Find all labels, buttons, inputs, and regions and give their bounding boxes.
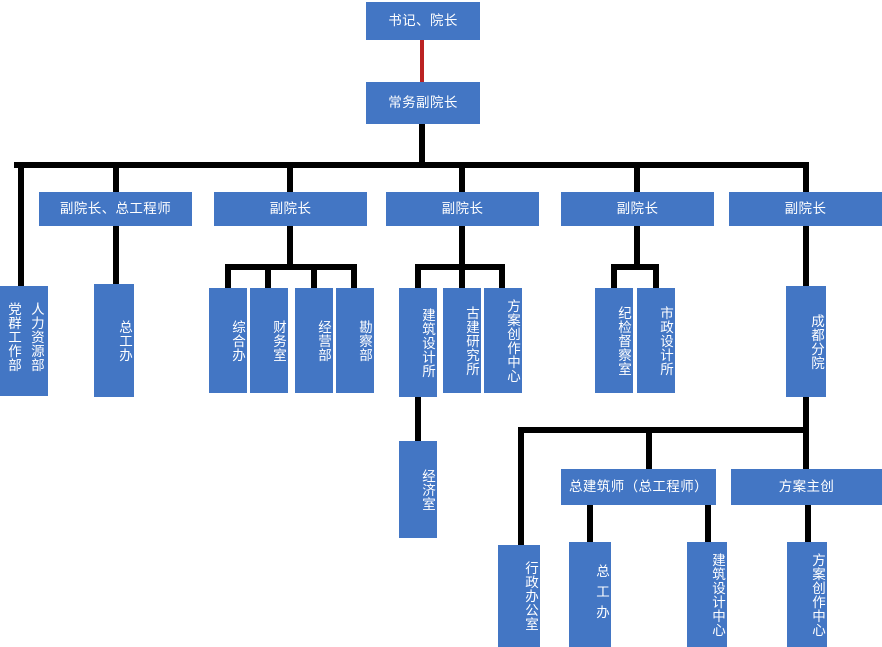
node-vice-dean-4[interactable]: 副院长 <box>561 192 714 226</box>
node-vice-dean-5[interactable]: 副院长 <box>729 192 882 226</box>
node-chief-engineer-office[interactable]: 总工办 <box>94 284 134 397</box>
drop-general-office <box>225 264 231 288</box>
drop-finance-office <box>265 264 271 288</box>
connector-dean-to-exec <box>420 38 424 82</box>
drop-admin-office <box>518 427 524 547</box>
drop-to-left-branch <box>18 162 24 286</box>
node-scheme-creation-center[interactable]: 方案创作中心 <box>484 288 522 393</box>
node-scheme-lead[interactable]: 方案主创 <box>731 469 882 505</box>
node-chief-architect[interactable]: 总建筑师（总工程师） <box>561 469 716 505</box>
connector-vd5-down <box>803 226 809 286</box>
subbar-vd4 <box>611 264 659 270</box>
node-operations-dept[interactable]: 经营部 <box>295 288 333 393</box>
connector-ca-to-ceo <box>587 505 593 543</box>
node-party-hr-group[interactable]: 党群工作部 人力资源部 <box>0 286 48 396</box>
node-vice-dean-chief-engineer[interactable]: 副院长、总工程师 <box>39 192 192 226</box>
node-vice-dean-3[interactable]: 副院长 <box>386 192 539 226</box>
node-general-office[interactable]: 综合办 <box>209 288 247 393</box>
connector-vd2-down <box>287 226 293 268</box>
drop-to-vice-dean-2 <box>287 162 293 192</box>
drop-to-vice-dean-3 <box>459 162 465 192</box>
node-finance-office[interactable]: 财务室 <box>250 288 288 393</box>
node-party-work-dept[interactable]: 党群工作部 <box>6 302 21 372</box>
drop-discipline-inspection-office <box>611 264 617 288</box>
node-economics-office[interactable]: 经济室 <box>399 441 437 538</box>
drop-scheme-lead <box>803 427 809 469</box>
connector-adi-to-economics <box>415 397 421 443</box>
node-vice-dean-2[interactable]: 副院长 <box>214 192 367 226</box>
connector-vd1-down <box>113 226 119 284</box>
connector-vd4-down <box>634 226 640 268</box>
node-survey-dept[interactable]: 勘察部 <box>336 288 374 393</box>
drop-operations-dept <box>311 264 317 288</box>
node-architecture-design-center[interactable]: 建筑设计中心 <box>687 542 727 647</box>
drop-to-vice-dean-4 <box>634 162 640 192</box>
node-architecture-design-institute[interactable]: 建筑设计所 <box>399 288 437 397</box>
node-chengdu-branch[interactable]: 成都分院 <box>786 286 826 397</box>
node-branch-scheme-creation-center[interactable]: 方案创作中心 <box>787 542 827 647</box>
node-municipal-design-institute[interactable]: 市政设计所 <box>637 288 675 393</box>
node-hr-dept[interactable]: 人力资源部 <box>28 302 44 372</box>
connector-vd3-down <box>459 226 465 268</box>
drop-ancient-architecture-institute <box>459 264 465 288</box>
connector-chengdu-down <box>803 397 809 433</box>
node-secretary-dean[interactable]: 书记、院长 <box>366 2 480 40</box>
drop-architecture-design-institute <box>415 264 421 288</box>
drop-chief-architect <box>646 427 652 469</box>
drop-municipal-design-institute <box>653 264 659 288</box>
connector-sl-to-scc <box>805 505 811 543</box>
node-ancient-architecture-institute[interactable]: 古建研究所 <box>443 288 481 393</box>
trunk-horizontal <box>14 162 806 168</box>
node-discipline-inspection-office[interactable]: 纪检督察室 <box>595 288 633 393</box>
subbar-chengdu <box>518 427 809 433</box>
drop-scheme-creation-center <box>499 264 505 288</box>
node-executive-vice-dean[interactable]: 常务副院长 <box>366 82 480 124</box>
node-admin-office[interactable]: 行政办公室 <box>498 545 540 647</box>
connector-ca-to-adc <box>705 505 711 543</box>
connector-exec-down <box>419 124 425 162</box>
subbar-vd2 <box>225 264 357 270</box>
drop-to-vice-dean-5 <box>803 162 809 192</box>
drop-survey-dept <box>351 264 357 288</box>
drop-to-vice-dean-1 <box>113 162 119 192</box>
node-branch-chief-engineer-office[interactable]: 总工办 <box>569 542 611 647</box>
